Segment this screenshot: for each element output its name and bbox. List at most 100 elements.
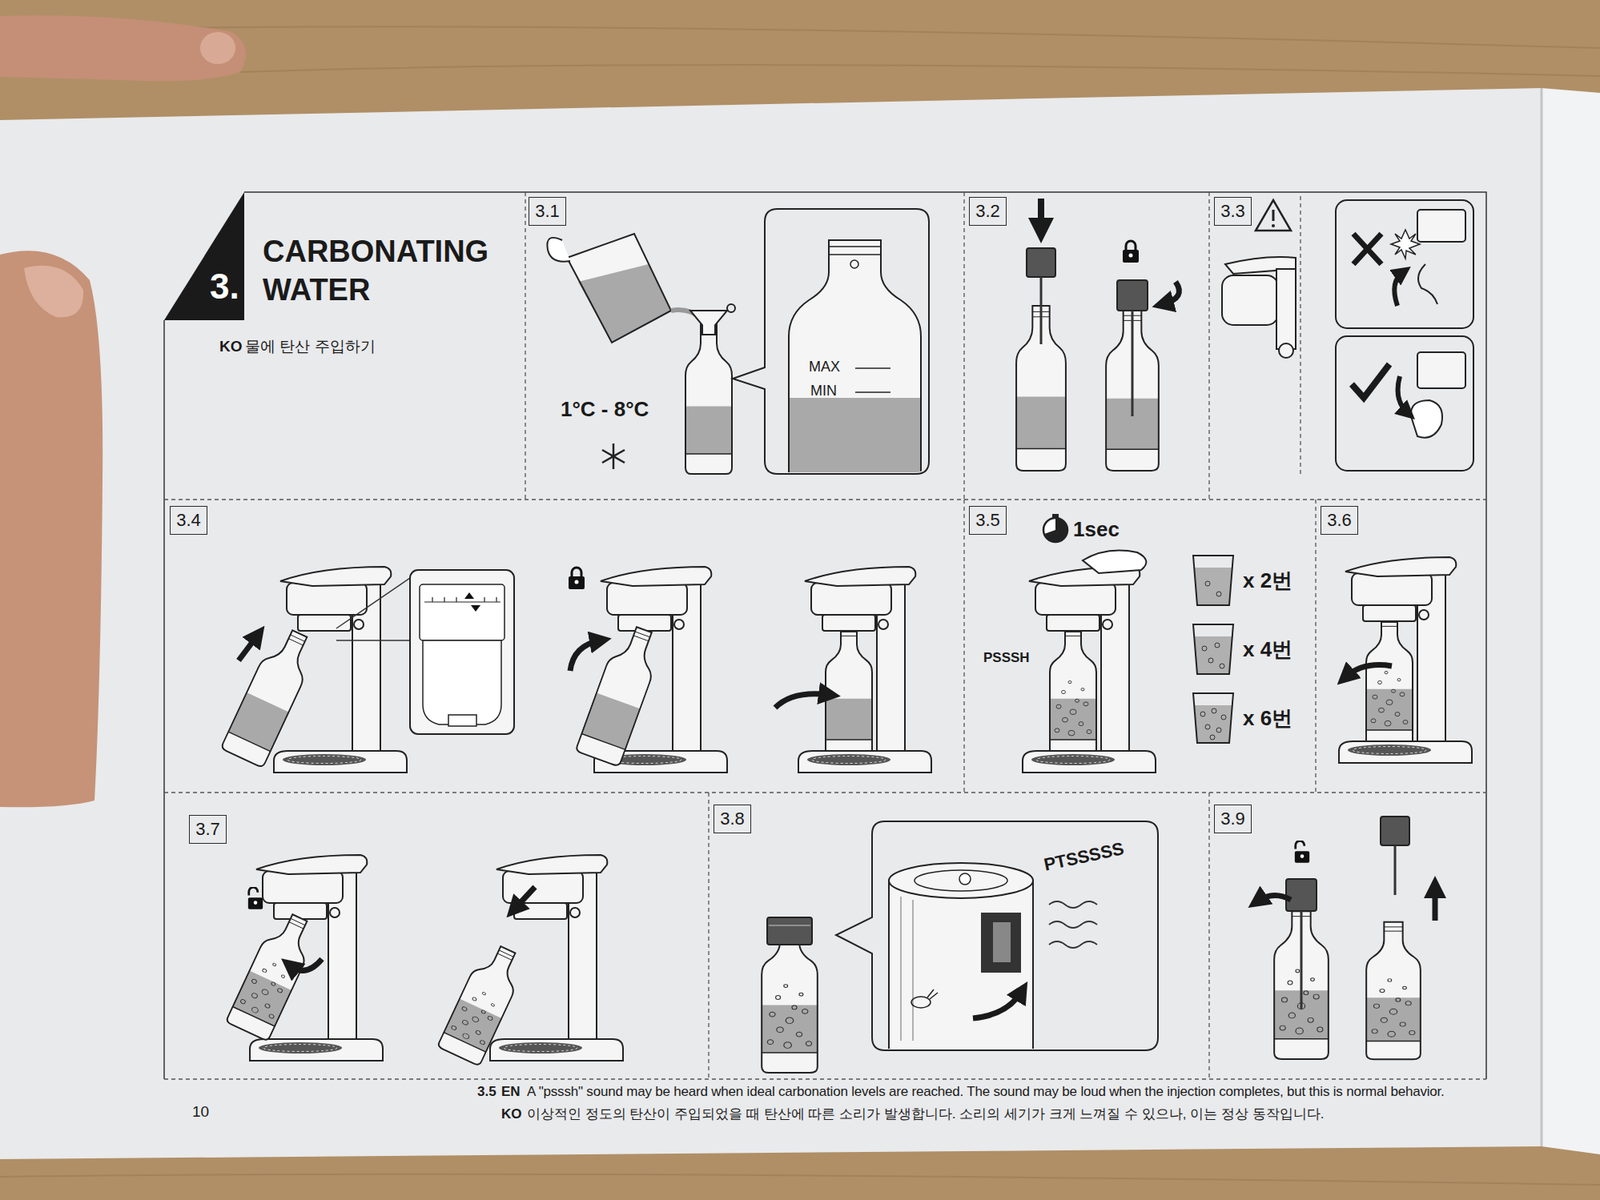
- step-3-3-caution: [1272, 209, 1275, 222]
- step-3-3-caution: [1353, 233, 1382, 265]
- step-3-2-insert-cylinder: [1105, 309, 1159, 471]
- step-3-6-tilt-bottle: [1338, 557, 1472, 764]
- cap-detail: [900, 896, 913, 1042]
- callout-text: PTSSSSS: [1041, 838, 1126, 877]
- step-3-9-remove-cylinder: [1294, 840, 1310, 864]
- step-3-8-release: [768, 925, 811, 927]
- step-3-1-fill-bottle: [546, 233, 921, 481]
- holding-hand: [200, 32, 236, 65]
- glass-icon: [1194, 636, 1233, 675]
- step-3-9-remove-cylinder: [1394, 845, 1397, 896]
- step-3-3-caution: [1335, 200, 1474, 329]
- step-3-1-fill-bottle: [578, 264, 672, 343]
- step-3-1-fill-bottle: [546, 237, 571, 262]
- page-frame: [164, 791, 1487, 793]
- step-3-1-fill-bottle: [690, 310, 728, 335]
- step-number-box: 3.8: [713, 804, 752, 834]
- step-number: 3.8: [719, 808, 745, 829]
- step-3-3-caution: [1398, 376, 1408, 414]
- step-3-3-caution: [1394, 272, 1404, 306]
- page-frame: [963, 499, 965, 793]
- annotation-label: 10: [192, 1103, 210, 1122]
- step-3-4-attach-bottle: [464, 592, 475, 599]
- annotation-label: EN: [501, 1084, 521, 1101]
- step-3-1-fill-bottle: [727, 304, 736, 313]
- holding-hand: [0, 15, 246, 81]
- glass-icon: [1214, 643, 1220, 648]
- step-3-7-remove-bottle: [289, 959, 322, 971]
- cap-detail: [927, 989, 938, 1000]
- glass-icon: [1210, 735, 1215, 740]
- sound-waves: [1049, 921, 1098, 929]
- bubble-outline: [836, 821, 1158, 1051]
- callout-text: MIN: [810, 382, 837, 401]
- large-bottle-detail: [855, 391, 891, 394]
- step-3-4-attach-bottle: [775, 694, 830, 708]
- glass-icon: [1193, 555, 1234, 606]
- step-3-6-tilt-bottle: [1338, 557, 1472, 764]
- step-3-2-insert-cylinder: [1162, 281, 1179, 305]
- section-triangle: [164, 192, 245, 321]
- large-bottle-detail: [855, 367, 891, 370]
- step-3-7-remove-bottle: [514, 887, 535, 910]
- step-3-2-insert-cylinder: [1040, 277, 1043, 345]
- step-3-2-insert-cylinder: [1117, 280, 1148, 311]
- page-frame: [1208, 792, 1210, 1080]
- large-bottle-detail: [789, 397, 921, 473]
- cap-detail: [992, 922, 1011, 963]
- glass-icon: [1205, 724, 1211, 730]
- step-number-box: 3.9: [1214, 804, 1252, 834]
- stopwatch-icon: [1043, 514, 1068, 543]
- step-3-9-remove-cylinder: [1380, 816, 1410, 846]
- step-3-9-remove-cylinder: [1286, 879, 1317, 912]
- step-3-3-caution: [1390, 229, 1420, 259]
- cap-detail: [911, 996, 931, 1009]
- stopwatch-icon: [1044, 518, 1068, 543]
- callout-text: MAX: [808, 358, 841, 377]
- step-number: 3.7: [195, 819, 221, 840]
- step-3-8-release: [761, 863, 1098, 1074]
- step-number: 3.3: [1220, 201, 1246, 222]
- step-3-5-carbonate: [1082, 550, 1146, 574]
- glass-icon: [1194, 567, 1233, 606]
- step-number: 3.5: [975, 510, 1001, 531]
- glass-icon: [1216, 591, 1222, 597]
- page-frame: [963, 192, 965, 500]
- step-number: 3.4: [176, 510, 202, 531]
- step-3-4-attach-bottle: [422, 640, 502, 725]
- bubble-outline: [732, 209, 929, 475]
- snowflake-icon: [602, 443, 625, 470]
- step-3-3-caution: [1278, 343, 1294, 358]
- step-3-3-caution: [1353, 233, 1382, 265]
- page-frame: [1208, 192, 1210, 500]
- large-bottle-detail: [828, 253, 881, 256]
- step-3-9-remove-cylinder: [1300, 911, 1303, 1010]
- step-number-box: 3.1: [528, 196, 567, 226]
- cap-detail: [888, 880, 1034, 1050]
- page-frame: [164, 192, 1487, 1080]
- wood-grain: [0, 26, 1600, 1186]
- holding-hand: [0, 15, 246, 808]
- step-number-box: 3.7: [188, 815, 227, 845]
- annotation-label: 3.5: [477, 1084, 497, 1101]
- step-3-4-attach-bottle: [220, 623, 321, 768]
- page-frame: [164, 192, 1487, 1080]
- page-frame: [1299, 196, 1301, 475]
- glass-icon: [1216, 727, 1222, 733]
- stopwatch-icon: [1043, 518, 1068, 543]
- step-3-4-attach-bottle: [424, 597, 501, 603]
- step-3-4-attach-bottle: [825, 627, 873, 758]
- step-3-7-remove-bottle: [225, 908, 322, 1042]
- step-3-2-insert-cylinder: [1026, 248, 1056, 278]
- snowflake-icon: [602, 450, 625, 463]
- wood-grain: [240, 64, 1600, 77]
- step-3-4-attach-bottle: [220, 623, 321, 768]
- step-3-4-attach-bottle: [470, 605, 481, 612]
- step-3-5-carbonate: [1022, 566, 1156, 773]
- step-3-1-fill-bottle: [685, 323, 732, 475]
- annotation-label: x 2번: [1242, 568, 1293, 594]
- step-number: 3.6: [1326, 510, 1352, 531]
